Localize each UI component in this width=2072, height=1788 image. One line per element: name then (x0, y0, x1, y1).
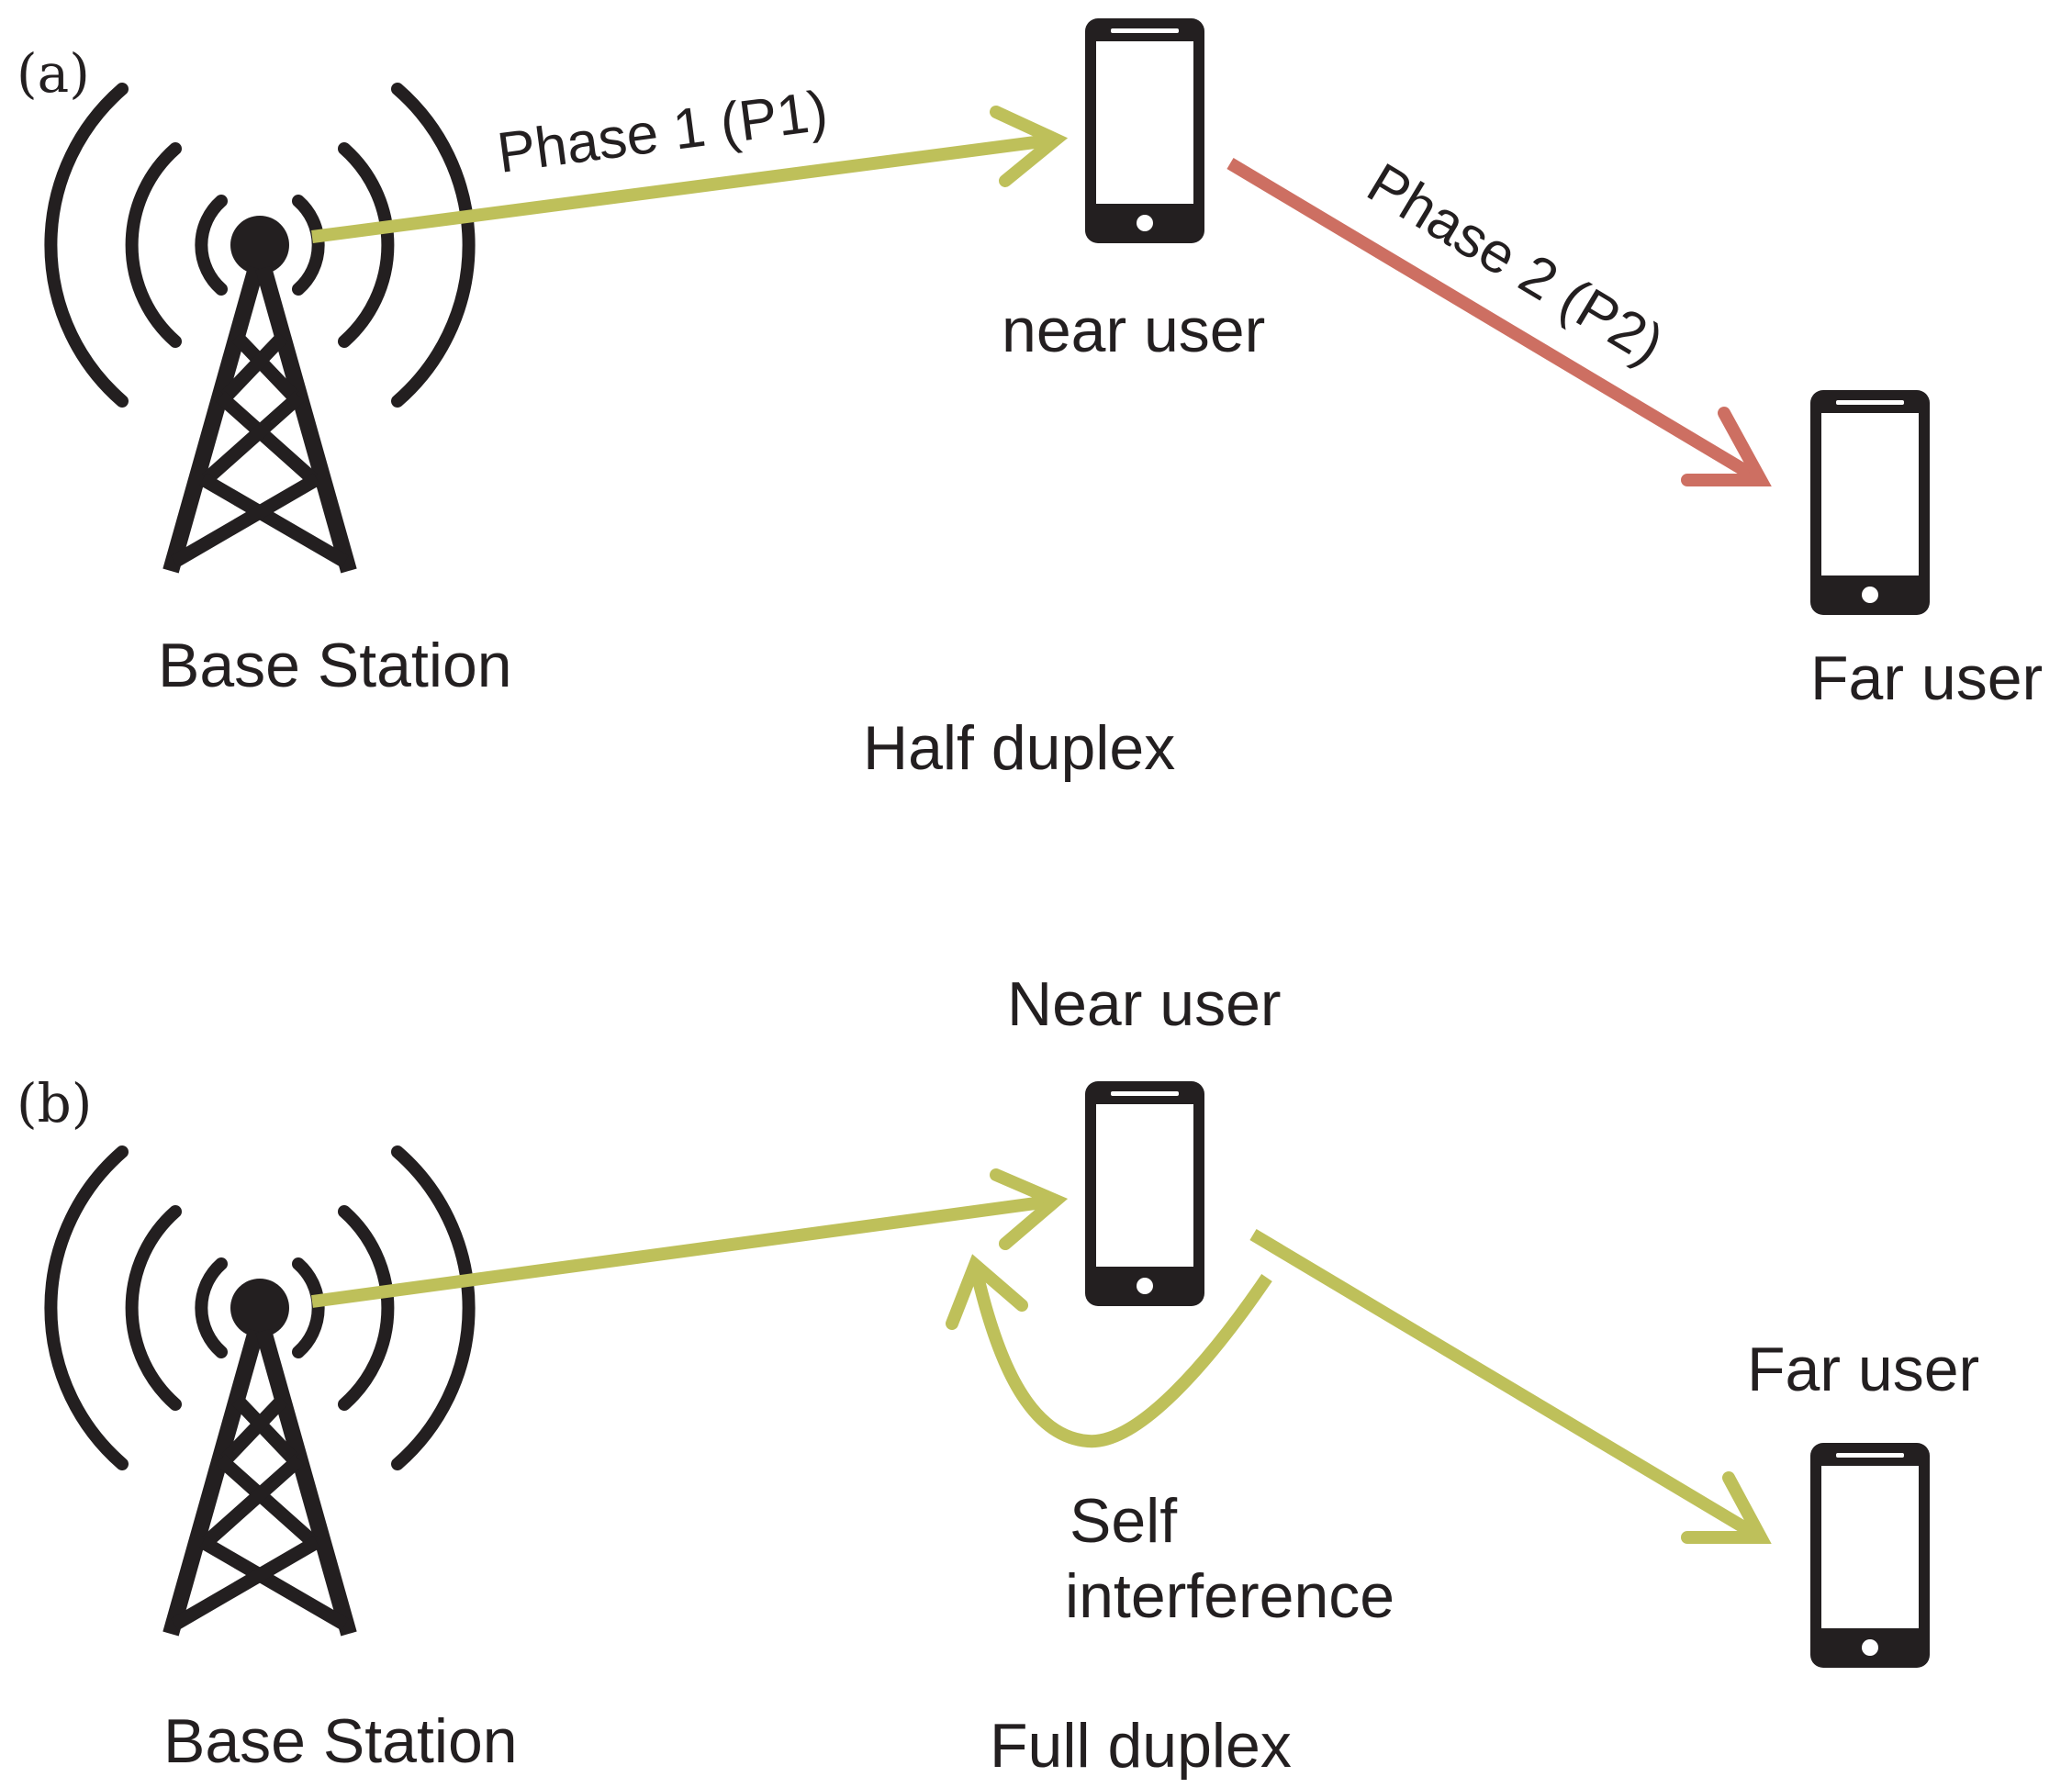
far-user-label: Far user (1810, 643, 2043, 713)
phase1-link-arrow (311, 106, 1069, 243)
base-station-label: Base Station (158, 631, 512, 700)
self-interference-label-line2: interference (1065, 1561, 1394, 1631)
far-user-phone-icon (1810, 1443, 1930, 1668)
panel-b-label: (b) (17, 1072, 92, 1134)
near-user-label: near user (1002, 296, 1265, 365)
far-user-phone-icon (1810, 390, 1930, 615)
panel-a: (a) Base Station Phase 1 (P1) near user … (17, 18, 2043, 783)
near-user-phone-icon (1085, 18, 1204, 243)
self-interference-loop-arrow (946, 1254, 1272, 1448)
panel-a-label: (a) (17, 42, 90, 105)
self-interference-label-line1: Self (1070, 1486, 1177, 1556)
half-duplex-label: Half duplex (863, 713, 1175, 783)
far-user-label: Far user (1747, 1335, 1979, 1404)
base-station-tower-icon (50, 1152, 468, 1634)
full-duplex-label: Full duplex (990, 1711, 1292, 1781)
panel-b: (b) Base Station Near user Self interfer… (17, 969, 1979, 1781)
near-user-phone-icon (1085, 1081, 1204, 1306)
base-station-tower-icon (50, 89, 468, 571)
near-user-label: Near user (1007, 969, 1282, 1039)
downlink-arrow (311, 1168, 1069, 1308)
base-station-label: Base Station (163, 1706, 518, 1776)
phase2-link-arrow (1226, 157, 1772, 486)
relay-link-arrow (1249, 1228, 1772, 1544)
